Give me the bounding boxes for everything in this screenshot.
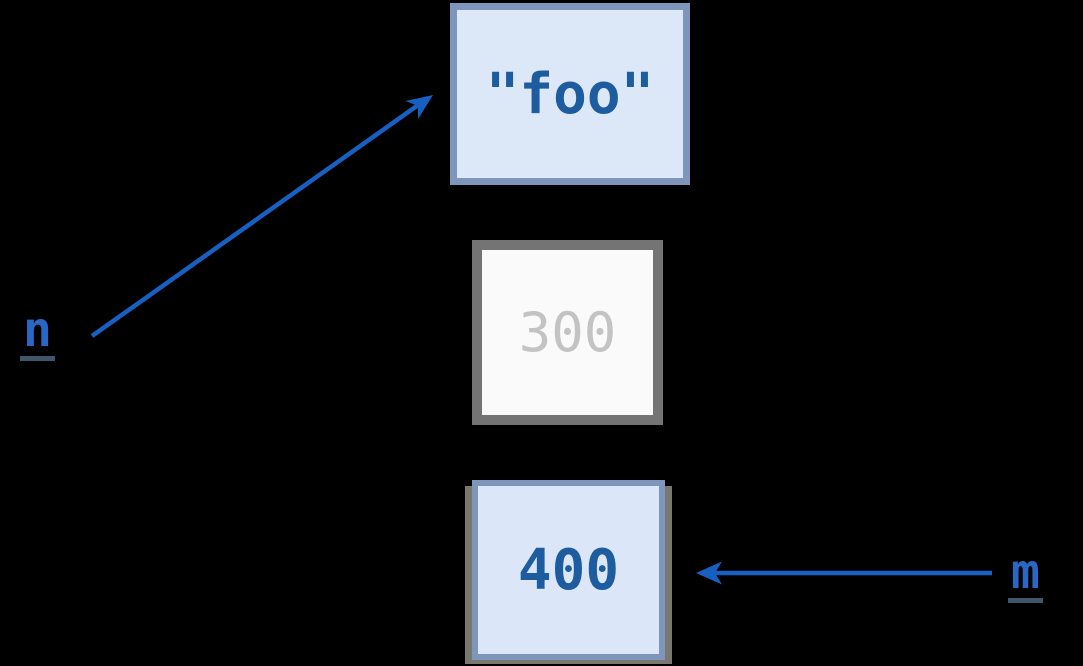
orphaned-object-box: 300	[472, 240, 663, 425]
orphaned-object-value: 300	[518, 301, 617, 364]
string-object-value: "foo"	[485, 61, 655, 127]
arrow-n-to-foo-line	[90, 101, 423, 338]
variable-label-n: n	[20, 306, 55, 361]
variable-label-m: m	[1008, 548, 1043, 603]
arrow-n-to-foo-head	[405, 95, 433, 119]
string-object-box: "foo"	[450, 3, 690, 185]
arrow-m-to-400-head	[696, 561, 722, 585]
int-object-box: 400	[472, 480, 665, 660]
int-object-value: 400	[517, 537, 620, 603]
